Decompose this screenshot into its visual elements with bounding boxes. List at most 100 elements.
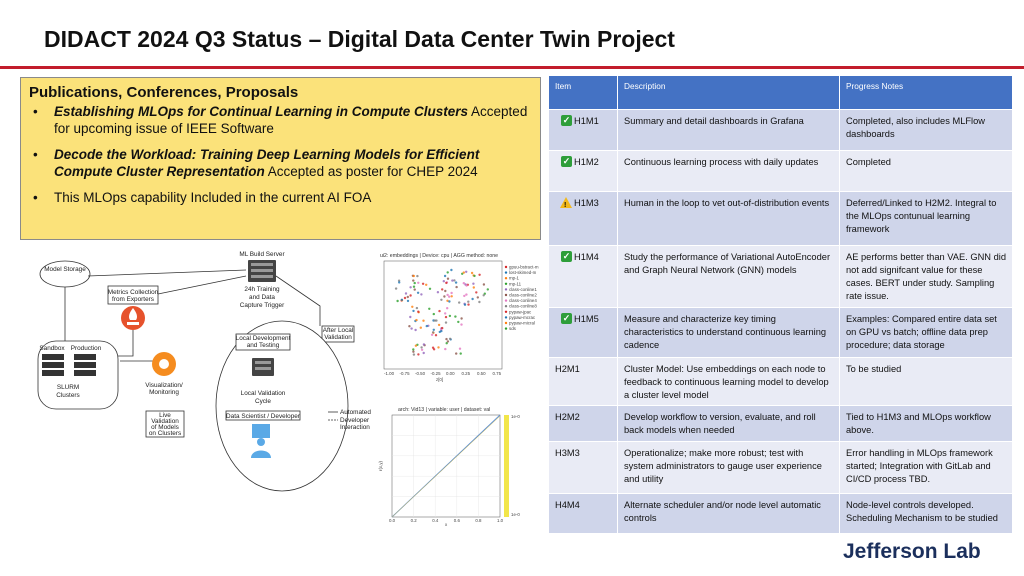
milestone-progress-notes: AE performs better than VAE. GNN did not…: [846, 252, 1007, 301]
scatter-point: [448, 314, 452, 318]
scatter-point: [444, 315, 448, 319]
x-tick-label: -0.25: [431, 371, 442, 376]
scatter-point: [445, 342, 448, 345]
title-bar: DIDACT 2024 Q3 Status – Digital Data Cen…: [0, 0, 1024, 66]
scatter-point: [446, 299, 449, 302]
scatter-point: [455, 352, 458, 355]
scatter-point: [412, 309, 415, 313]
publication-title: Establishing MLOps for Continual Learnin…: [54, 104, 469, 119]
scatter-point: [414, 328, 417, 332]
scatter-point: [411, 305, 414, 308]
legend-swatch: [504, 305, 508, 308]
scatter-point: [428, 287, 432, 290]
legend-entry: lost-skimed-m: [509, 270, 537, 275]
x-tick-label: 0.50: [477, 371, 486, 376]
scatter-point: [441, 326, 444, 330]
legend-entry: class-conline2: [509, 293, 537, 298]
scatter-point: [463, 303, 467, 306]
plot2-secondary-line: [391, 415, 501, 518]
metrics-collection-box: [107, 285, 159, 305]
publications-heading: Publications, Conferences, Proposals: [29, 84, 299, 101]
x-tick-label: 1.0: [497, 518, 504, 523]
scatter-point: [414, 344, 418, 347]
check-icon: ✓: [561, 115, 572, 126]
bullet: •: [33, 147, 38, 162]
data-scientist-label: Data Scientist / Developer: [226, 413, 301, 420]
milestone-description: Continuous learning process with daily u…: [618, 151, 840, 191]
scatter-point: [409, 294, 412, 297]
scatter-point: [441, 288, 444, 291]
diagram-legend: [328, 411, 338, 421]
check-icon: ✓: [561, 251, 572, 262]
scatter-point: [422, 351, 425, 355]
bullet: •: [33, 190, 38, 205]
scatter-point: [448, 300, 451, 303]
plot2-cbar-top: 1e-0: [511, 414, 520, 419]
scatter-point: [406, 299, 410, 303]
milestone-id: H1M1: [574, 116, 599, 126]
scatter-point: [454, 315, 457, 318]
scatter-point: [425, 324, 428, 328]
scatter-point: [475, 291, 478, 294]
milestone-progress-notes: Error handling in MLOps framework starte…: [846, 448, 993, 484]
table-header-row: Item Description Progress Notes: [549, 76, 1012, 110]
x-tick-label: 0.8: [475, 518, 482, 523]
scatter-point: [420, 293, 423, 296]
ml-build-server-label: ML Build Server: [239, 251, 285, 258]
milestone-description: Study the performance of Variational Aut…: [618, 246, 840, 307]
plot2-title: arch: Vid13 | variable: user | dataset: …: [398, 407, 490, 413]
scatter-point: [412, 285, 416, 288]
jefferson-lab-logo: Jefferson Lab: [843, 540, 981, 563]
scatter-point: [473, 274, 476, 278]
scatter-point: [415, 318, 418, 322]
scatter-point: [396, 299, 399, 303]
scatter-point: [432, 348, 436, 351]
publication-status: This MLOps capability Included in the cu…: [54, 190, 372, 205]
scatter-point: [446, 271, 449, 274]
scatter-point: [442, 280, 445, 283]
scatter-point: [446, 340, 450, 343]
scatter-point: [415, 306, 419, 310]
scatter-point: [438, 309, 441, 313]
scatter-point: [463, 294, 466, 298]
milestone-progress-notes: Node-level controls developed. Schedulin…: [846, 500, 998, 523]
plot2-xlabel: x: [445, 522, 448, 527]
scatter-point: [465, 284, 468, 287]
scatter-point: [470, 271, 474, 275]
legend-swatch: [504, 316, 508, 319]
milestone-description: Develop workflow to version, evaluate, a…: [618, 406, 840, 441]
legend-entry: gpuu-bstract-m: [509, 265, 539, 270]
legend-entry: class-conline1: [509, 287, 537, 292]
server-icon-local: [252, 358, 274, 376]
plot1-title: ui2: embeddings | Device: cpu | AGG meth…: [380, 253, 498, 259]
plot1-legend: gpuu-bstract-mlost-skimed-mmp-1mp-11clas…: [504, 265, 539, 331]
scatter-point: [472, 282, 475, 285]
plot1-frame: [383, 260, 503, 370]
scatter-point: [422, 343, 426, 346]
scatter-point: [444, 321, 448, 324]
scatter-point: [417, 310, 420, 313]
legend-entry: pypaw-mcrac: [509, 315, 536, 320]
plot2-grid: [392, 415, 500, 517]
scatter-point: [453, 279, 456, 282]
milestone-item: H2M1: [549, 358, 618, 405]
milestone-id: H2M2: [555, 412, 580, 422]
scatter-point: [417, 353, 420, 356]
milestone-item: ✓H1M2: [549, 151, 618, 191]
scatter-point: [412, 353, 416, 356]
check-icon: ✓: [561, 156, 572, 167]
scatter-point: [425, 283, 428, 286]
milestone-progress-notes: To be studied: [846, 364, 902, 374]
scatter-point: [416, 274, 419, 278]
legend-entry: class-conline8: [509, 304, 537, 309]
legend-swatch: [504, 299, 508, 302]
milestone-item: ✓H1M5: [549, 308, 618, 357]
scatter-point: [421, 282, 425, 285]
scatter-point: [448, 295, 451, 298]
